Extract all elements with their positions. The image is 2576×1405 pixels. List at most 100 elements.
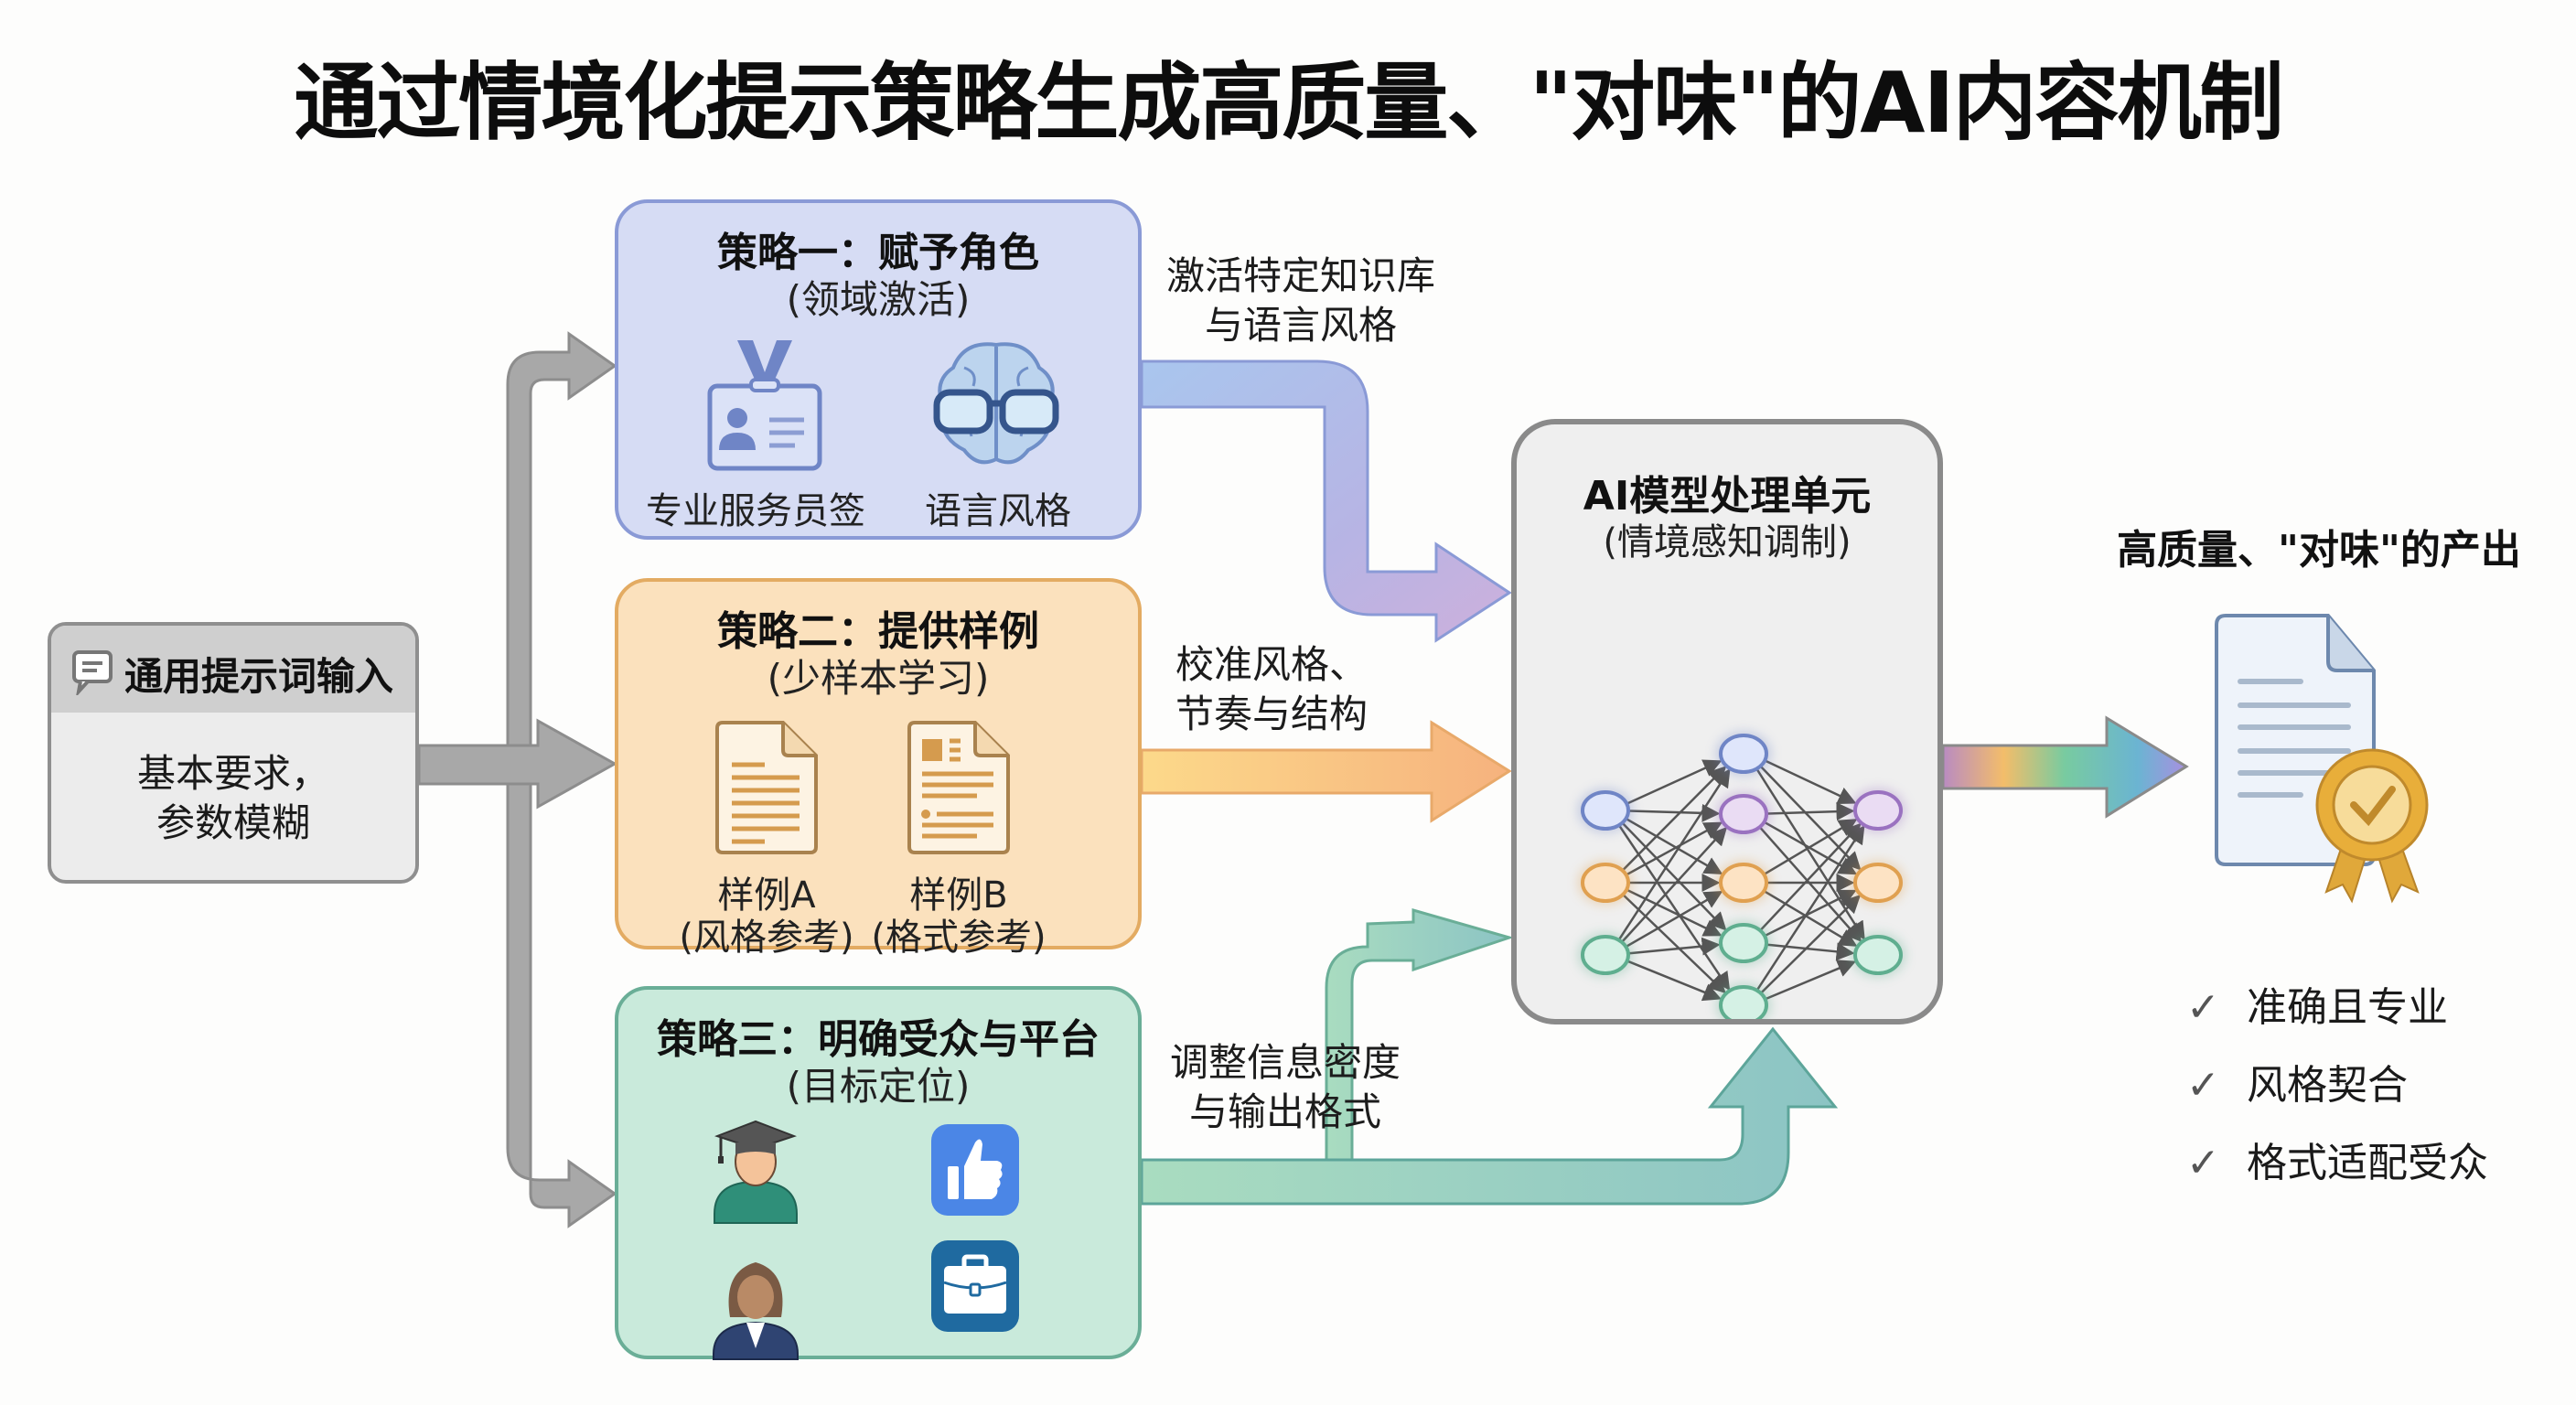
nn-node bbox=[1719, 863, 1768, 903]
arrow-to-strategy-2 bbox=[417, 718, 618, 810]
input-box-description: 基本要求， 参数模糊 bbox=[51, 749, 415, 848]
output-check-3-text: 格式适配受众 bbox=[2247, 1140, 2488, 1186]
nn-connection bbox=[1626, 821, 1723, 876]
sample-a-caption: (风格参考) bbox=[679, 917, 854, 959]
document-layout-icon bbox=[907, 721, 1010, 854]
document-text-icon bbox=[715, 721, 818, 854]
nn-connection bbox=[1759, 822, 1862, 931]
output-check-2-text: 风格契合 bbox=[2247, 1062, 2408, 1109]
nn-connection bbox=[1626, 890, 1723, 948]
arrow-strategy-1-to-ai bbox=[1140, 359, 1512, 643]
nn-connection bbox=[1765, 759, 1857, 805]
strategy-2-box: 策略二：提供样例 (少样本学习) 样例A (风格参考) 样例B (格式参考) bbox=[615, 578, 1142, 959]
strategy-2-effect-line-2: 节奏与结构 bbox=[1175, 692, 1368, 736]
arrow-to-strategy-1 bbox=[506, 331, 617, 747]
nn-connection bbox=[1764, 819, 1858, 875]
brain-glasses-icon bbox=[933, 342, 1059, 465]
arrow-strategy-2-to-ai bbox=[1140, 720, 1512, 823]
nn-node bbox=[1719, 923, 1768, 963]
nn-connection bbox=[1759, 826, 1862, 942]
nn-node bbox=[1853, 863, 1903, 903]
strategy-3-title: 策略三：明确受众与平台 bbox=[657, 1016, 1100, 1063]
nn-connection bbox=[1626, 759, 1723, 805]
strategy-3-effect-line-1: 调整信息密度 bbox=[1169, 1040, 1401, 1085]
strategy-1-subtitle: (领域激活) bbox=[786, 277, 971, 322]
nn-connection bbox=[1617, 768, 1731, 941]
strategy-1-title: 策略一：赋予角色 bbox=[717, 230, 1039, 276]
graduate-student-icon bbox=[714, 1120, 798, 1224]
sample-a-label: 样例A bbox=[717, 874, 816, 917]
nn-connection bbox=[1755, 825, 1865, 992]
nn-node bbox=[1581, 935, 1630, 975]
badge-label: 专业服务员签 bbox=[646, 490, 865, 532]
output-check-1-text: 准确且专业 bbox=[2247, 984, 2448, 1031]
ai-unit-title: AI模型处理单元 bbox=[1583, 473, 1872, 520]
strategy-2-effect-line-1: 校准风格、 bbox=[1175, 642, 1368, 687]
nn-node bbox=[1853, 935, 1903, 975]
nn-connection bbox=[1765, 960, 1857, 1001]
strategy-3-effect-label: 调整信息密度 与输出格式 bbox=[1148, 1038, 1422, 1137]
strategy-1-effect-label: 激活特定知识库 与语言风格 bbox=[1154, 252, 1447, 350]
strategy-3-effect-line-2: 与输出格式 bbox=[1188, 1089, 1381, 1134]
nn-connection bbox=[1628, 803, 1721, 822]
output-title: 高质量、"对味"的产出 bbox=[2117, 527, 2521, 574]
nn-node bbox=[1581, 863, 1630, 903]
nn-connection bbox=[1617, 824, 1731, 992]
output-check-2: ✓ 风格契合 bbox=[2186, 1052, 2408, 1110]
nn-connection bbox=[1765, 889, 1857, 937]
nn-connection bbox=[1626, 960, 1723, 1002]
nn-node bbox=[1719, 985, 1768, 1019]
arrow-strategy-3-to-ai-side bbox=[1325, 908, 1515, 1164]
nn-connection bbox=[1622, 894, 1726, 994]
input-desc-line-2: 参数模糊 bbox=[156, 800, 310, 845]
strategy-3-box: 策略三：明确受众与平台 (目标定位) bbox=[615, 986, 1142, 1360]
input-splitter-arrows bbox=[417, 331, 618, 1228]
language-style-label: 语言风格 bbox=[925, 490, 1071, 532]
certified-document-icon bbox=[2215, 614, 2429, 904]
input-box-title: 通用提示词输入 bbox=[124, 654, 394, 699]
nn-node bbox=[1581, 790, 1630, 831]
nn-connection bbox=[1621, 826, 1728, 943]
strategy-1-box: 策略一：赋予角色 (领域激活) 专业服务员签 语言风格 bbox=[615, 199, 1142, 540]
arrow-to-strategy-3 bbox=[506, 782, 617, 1228]
ai-processing-unit-box: AI模型处理单元 (情境感知调制) bbox=[1511, 419, 1943, 1024]
nn-connection bbox=[1766, 942, 1855, 961]
nn-connection bbox=[1626, 888, 1723, 937]
nn-node bbox=[1853, 790, 1903, 831]
page-title: 通过情境化提示策略生成高质量、"对味"的AI内容机制 bbox=[294, 54, 2283, 152]
output-check-1: ✓ 准确且专业 bbox=[2186, 974, 2448, 1033]
checkmark-icon: ✓ bbox=[2186, 1140, 2220, 1186]
strategy-2-subtitle: (少样本学习) bbox=[767, 656, 990, 701]
sample-b-caption: (格式参考) bbox=[871, 917, 1046, 959]
nn-node bbox=[1719, 734, 1768, 774]
input-desc-line-1: 基本要求， bbox=[136, 751, 329, 796]
nn-connection bbox=[1626, 818, 1723, 875]
generic-prompt-input-box: 通用提示词输入 基本要求， 参数模糊 bbox=[48, 622, 419, 884]
nn-node bbox=[1719, 794, 1768, 834]
nn-connection bbox=[1628, 937, 1721, 956]
ai-unit-subtitle: (情境感知调制) bbox=[1603, 521, 1852, 563]
checkmark-icon: ✓ bbox=[2186, 1062, 2220, 1109]
briefcase-app-icon bbox=[931, 1240, 1019, 1332]
strategy-1-effect-line-1: 激活特定知识库 bbox=[1165, 253, 1435, 298]
arrow-strategy-3-to-ai-bottom bbox=[1140, 1026, 1839, 1206]
nn-connection bbox=[1766, 802, 1855, 821]
nn-connection bbox=[1764, 890, 1858, 947]
strategy-1-effect-line-2: 与语言风格 bbox=[1204, 303, 1397, 348]
strategy-2-title: 策略二：提供样例 bbox=[717, 608, 1039, 655]
output-check-3: ✓ 格式适配受众 bbox=[2186, 1130, 2488, 1188]
nn-connection bbox=[1760, 895, 1862, 994]
arrow-ai-to-output bbox=[1941, 715, 2189, 819]
sample-b-label: 样例B bbox=[909, 874, 1008, 917]
chat-bubble-icon bbox=[72, 650, 113, 695]
strategy-3-subtitle: (目标定位) bbox=[786, 1064, 971, 1109]
neural-network-icon bbox=[1578, 732, 1905, 1019]
strategy-2-effect-label: 校准风格、 节奏与结构 bbox=[1175, 640, 1413, 739]
professional-woman-icon bbox=[713, 1262, 799, 1360]
checkmark-icon: ✓ bbox=[2186, 984, 2220, 1031]
nn-connection bbox=[1622, 766, 1727, 872]
nn-connection bbox=[1759, 765, 1862, 871]
nn-connection bbox=[1621, 821, 1727, 931]
input-box-header: 通用提示词输入 bbox=[51, 626, 415, 713]
